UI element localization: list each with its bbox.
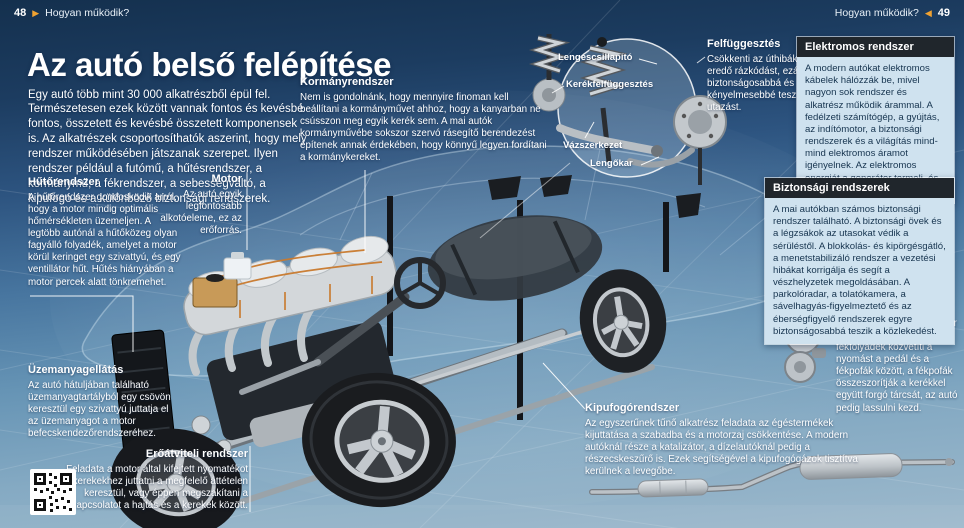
infobox-safety-systems: Biztonsági rendszerek A mai autókban szá… — [764, 177, 955, 345]
qr-code — [30, 469, 76, 515]
intro-paragraph: Egy autó több mint 30 000 alkatrészből é… — [28, 88, 307, 206]
arrow-right-icon: ▶ — [32, 7, 40, 18]
annotation-title: Kipufogórendszer — [585, 402, 680, 414]
annotation-exhaust-system: Kipufogórendszer Az egyszerűnek tűnő alk… — [585, 402, 879, 478]
washer-reservoir — [223, 257, 252, 280]
label-wheel-suspension: Kerékfelfüggesztés — [566, 79, 654, 90]
wheel-rear — [579, 269, 667, 373]
annotation-body: Az autó egyik legfontosabb alkotóeleme, … — [160, 188, 242, 237]
control-arm — [627, 147, 695, 168]
leader-lines — [30, 56, 706, 512]
annotation-fuel-supply: Üzemanyagellátás Az autó hátuljában talá… — [28, 364, 180, 440]
wheel-hub-right — [673, 95, 727, 185]
floor-band — [0, 505, 964, 528]
annotation-title: Üzemanyagellátás — [28, 364, 124, 376]
annotation-body: Az egyszerűnek tűnő alkatrész feladata a… — [585, 417, 858, 478]
exhaust-system — [589, 453, 955, 498]
label-frame-structure: Vázszerkezet — [563, 140, 623, 151]
infobox-title: Biztonsági rendszerek — [765, 178, 954, 198]
steering-wheel — [394, 257, 446, 309]
muffler — [799, 453, 903, 480]
annotation-body: A hűtőrendszer gondoskodik arról, hogy a… — [28, 191, 181, 288]
running-head-right: Hogyan működik? — [834, 7, 919, 19]
coolant-reservoir — [192, 277, 238, 308]
page-number-left: 48 — [14, 7, 27, 19]
wheel-front-left — [110, 428, 242, 528]
annotation-drivetrain: Erőátviteli rendszer Feladata a motor ál… — [58, 448, 248, 512]
infobox-body: A mai autókban számos biztonsági rendsze… — [765, 198, 954, 344]
steering-assembly — [239, 257, 446, 395]
annotation-engine: Motor Az autó egyik legfontosabb alkotóe… — [158, 173, 242, 237]
radiator — [111, 329, 177, 463]
annotation-body: Feladata a motor által kifejtett nyomaté… — [64, 463, 248, 512]
annotation-title: Erőátviteli rendszer — [145, 448, 248, 460]
page-header-right: Hogyan működik? ◀ 49 — [835, 7, 950, 19]
infobox-title: Elektromos rendszer — [797, 37, 954, 57]
fuel-tank — [427, 215, 603, 301]
annotation-title: Kormányrendszer — [300, 76, 394, 88]
shock-absorber-right — [579, 37, 628, 163]
suspension-inset — [528, 34, 697, 178]
page-number-right: 49 — [937, 7, 950, 19]
mount-plates — [488, 175, 701, 218]
subframe-bar — [556, 124, 661, 155]
annotation-suspension: Felfüggesztés Csökkenti az úthibákból er… — [707, 38, 817, 114]
annotation-title: Felfüggesztés — [707, 38, 781, 50]
annotation-steering-system: Kormányrendszer Nem is gondolnánk, hogy … — [300, 76, 548, 164]
label-shock-absorber: Lengéscsillapító — [558, 52, 633, 63]
arrow-left-icon: ◀ — [924, 7, 932, 18]
page-header-left: 48 ▶ Hogyan működik? — [14, 7, 129, 19]
annotation-body: Csökkenti az úthibákból eredő rázkódást,… — [707, 53, 812, 114]
annotation-body: Az autó hátuljában található üzemanyagta… — [28, 379, 171, 440]
catalytic-converter — [637, 478, 709, 498]
running-head-left: Hogyan működik? — [45, 7, 130, 19]
shock-absorber-left — [528, 34, 571, 80]
annotation-body: Nem is gondolnánk, hogy mennyire finoman… — [300, 91, 547, 164]
label-control-arm: Lengőkar — [590, 158, 633, 169]
page-title: Az autó belső felépítése — [27, 46, 391, 84]
annotation-title: Motor — [211, 173, 242, 185]
annotation-title: Hűtőrendszer — [28, 176, 99, 188]
annotation-cooling-system: Hűtőrendszer A hűtőrendszer gondoskodik … — [28, 176, 182, 289]
wheel-front-right — [302, 372, 456, 508]
